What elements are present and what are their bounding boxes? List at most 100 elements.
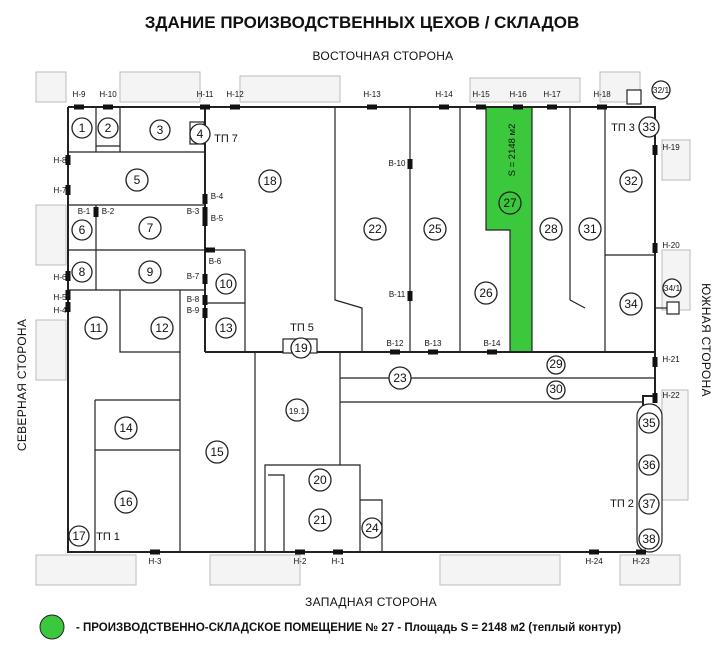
room-number: 9 — [147, 265, 154, 279]
room-marker-17[interactable]: 17 — [68, 525, 90, 547]
room-marker-33[interactable]: 33 — [638, 116, 660, 138]
room-number: 36 — [642, 458, 656, 472]
door-mark-Н-9 — [74, 104, 84, 110]
room-circle — [638, 493, 660, 515]
room-circle — [388, 366, 412, 390]
room-number: 34 — [624, 297, 638, 311]
room-marker-35[interactable]: 35 — [638, 412, 660, 434]
room-number: 2 — [105, 121, 112, 135]
room-marker-11[interactable]: 11 — [84, 316, 108, 340]
room-circle — [68, 525, 90, 547]
room-marker-23[interactable]: 23 — [388, 366, 412, 390]
door-mark-Н-7 — [65, 185, 71, 195]
room-marker-37[interactable]: 37 — [638, 493, 660, 515]
door-label-Н-3: Н-3 — [149, 557, 162, 566]
room-marker-19-1[interactable]: 19.1 — [285, 398, 309, 422]
room-number: 34/1 — [664, 283, 681, 293]
room-circle — [546, 355, 566, 375]
door-mark-Н-4 — [65, 302, 71, 312]
room-marker-25[interactable]: 25 — [423, 217, 447, 241]
room-marker-22[interactable]: 22 — [363, 217, 387, 241]
room-circle — [205, 440, 229, 464]
room-marker-19[interactable]: 19 — [290, 337, 312, 359]
door-label-В-1: В-1 — [78, 207, 91, 216]
room-circle — [474, 281, 498, 305]
room-circle — [125, 168, 149, 192]
room-marker-20[interactable]: 20 — [308, 468, 332, 492]
room-marker-38[interactable]: 38 — [638, 528, 660, 550]
room-marker-14[interactable]: 14 — [114, 416, 138, 440]
door-label-Н-20: Н-20 — [662, 241, 680, 250]
room-circle — [97, 117, 119, 139]
room-marker-13[interactable]: 13 — [215, 317, 237, 339]
room-number: 13 — [219, 321, 233, 335]
room-marker-6[interactable]: 6 — [71, 219, 93, 241]
room-marker-1[interactable]: 1 — [71, 117, 93, 139]
room-marker-27[interactable]: 27 — [498, 191, 522, 215]
door-mark-Н-18 — [597, 104, 607, 110]
room-circle — [71, 219, 93, 241]
room-circle — [150, 316, 174, 340]
room-marker-24[interactable]: 24 — [361, 517, 383, 539]
room-circle — [308, 508, 332, 532]
room-marker-2[interactable]: 2 — [97, 117, 119, 139]
door-label-Н-8: Н-8 — [54, 156, 67, 165]
door-mark-В-3 — [202, 207, 208, 217]
room-number: 7 — [147, 221, 154, 235]
door-label-В-11: В-11 — [389, 290, 406, 299]
room-number: 24 — [365, 521, 379, 535]
door-label-В-10: В-10 — [389, 159, 406, 168]
door-mark-В-9 — [202, 308, 208, 318]
room-number: 33 — [642, 120, 656, 134]
door-label-В-7: В-7 — [187, 272, 200, 281]
room-marker-28[interactable]: 28 — [539, 217, 563, 241]
room-marker-34-1[interactable]: 34/1 — [662, 278, 682, 298]
room-number: 30 — [549, 382, 563, 396]
room-circle — [84, 316, 108, 340]
plan-title: ЗДАНИЕ ПРОИЗВОДСТВЕННЫХ ЦЕХОВ / СКЛАДОВ — [145, 13, 580, 32]
door-mark-Н-17 — [547, 104, 557, 110]
room-marker-12[interactable]: 12 — [150, 316, 174, 340]
room-marker-7[interactable]: 7 — [138, 216, 162, 240]
door-mark-Н-24 — [589, 549, 599, 555]
room-marker-15[interactable]: 15 — [205, 440, 229, 464]
room-number: 14 — [119, 421, 133, 435]
room-marker-18[interactable]: 18 — [258, 169, 282, 193]
door-label-Н-17: Н-17 — [543, 90, 561, 99]
door-mark-Н-8 — [65, 155, 71, 165]
room-circle — [189, 123, 211, 145]
room-number: 27 — [503, 196, 517, 210]
door-label-Н-16: Н-16 — [509, 90, 527, 99]
room-marker-5[interactable]: 5 — [125, 168, 149, 192]
side-south: ЮЖНАЯ СТОРОНА — [699, 283, 713, 397]
room-marker-34[interactable]: 34 — [619, 292, 643, 316]
room-circle — [638, 116, 660, 138]
room-marker-8[interactable]: 8 — [71, 261, 93, 283]
room-marker-30[interactable]: 30 — [546, 380, 566, 400]
room-marker-9[interactable]: 9 — [138, 260, 162, 284]
room-number: 10 — [219, 277, 233, 291]
room-circle — [71, 117, 93, 139]
door-mark-В-8 — [202, 295, 208, 305]
side-east: ВОСТОЧНАЯ СТОРОНА — [313, 49, 454, 63]
door-label-Н-11: Н-11 — [197, 90, 214, 99]
room-number: 16 — [119, 495, 133, 509]
room-marker-32[interactable]: 32 — [619, 169, 643, 193]
room-number: 32 — [624, 174, 638, 188]
door-mark-Н-1 — [333, 549, 343, 555]
side-west: ЗАПАДНАЯ СТОРОНА — [305, 595, 437, 609]
room-marker-36[interactable]: 36 — [638, 454, 660, 476]
room-marker-4[interactable]: 4 — [189, 123, 211, 145]
tp3-box — [626, 89, 642, 105]
room-marker-10[interactable]: 10 — [215, 273, 237, 295]
room-marker-32-1[interactable]: 32/1 — [651, 80, 671, 100]
door-label-Н-1: Н-1 — [332, 557, 345, 566]
room-marker-16[interactable]: 16 — [114, 490, 138, 514]
room-marker-26[interactable]: 26 — [474, 281, 498, 305]
room-marker-29[interactable]: 29 — [546, 355, 566, 375]
room-circle — [215, 317, 237, 339]
room-marker-3[interactable]: 3 — [149, 119, 171, 141]
room-marker-21[interactable]: 21 — [308, 508, 332, 532]
room-marker-31[interactable]: 31 — [578, 217, 602, 241]
